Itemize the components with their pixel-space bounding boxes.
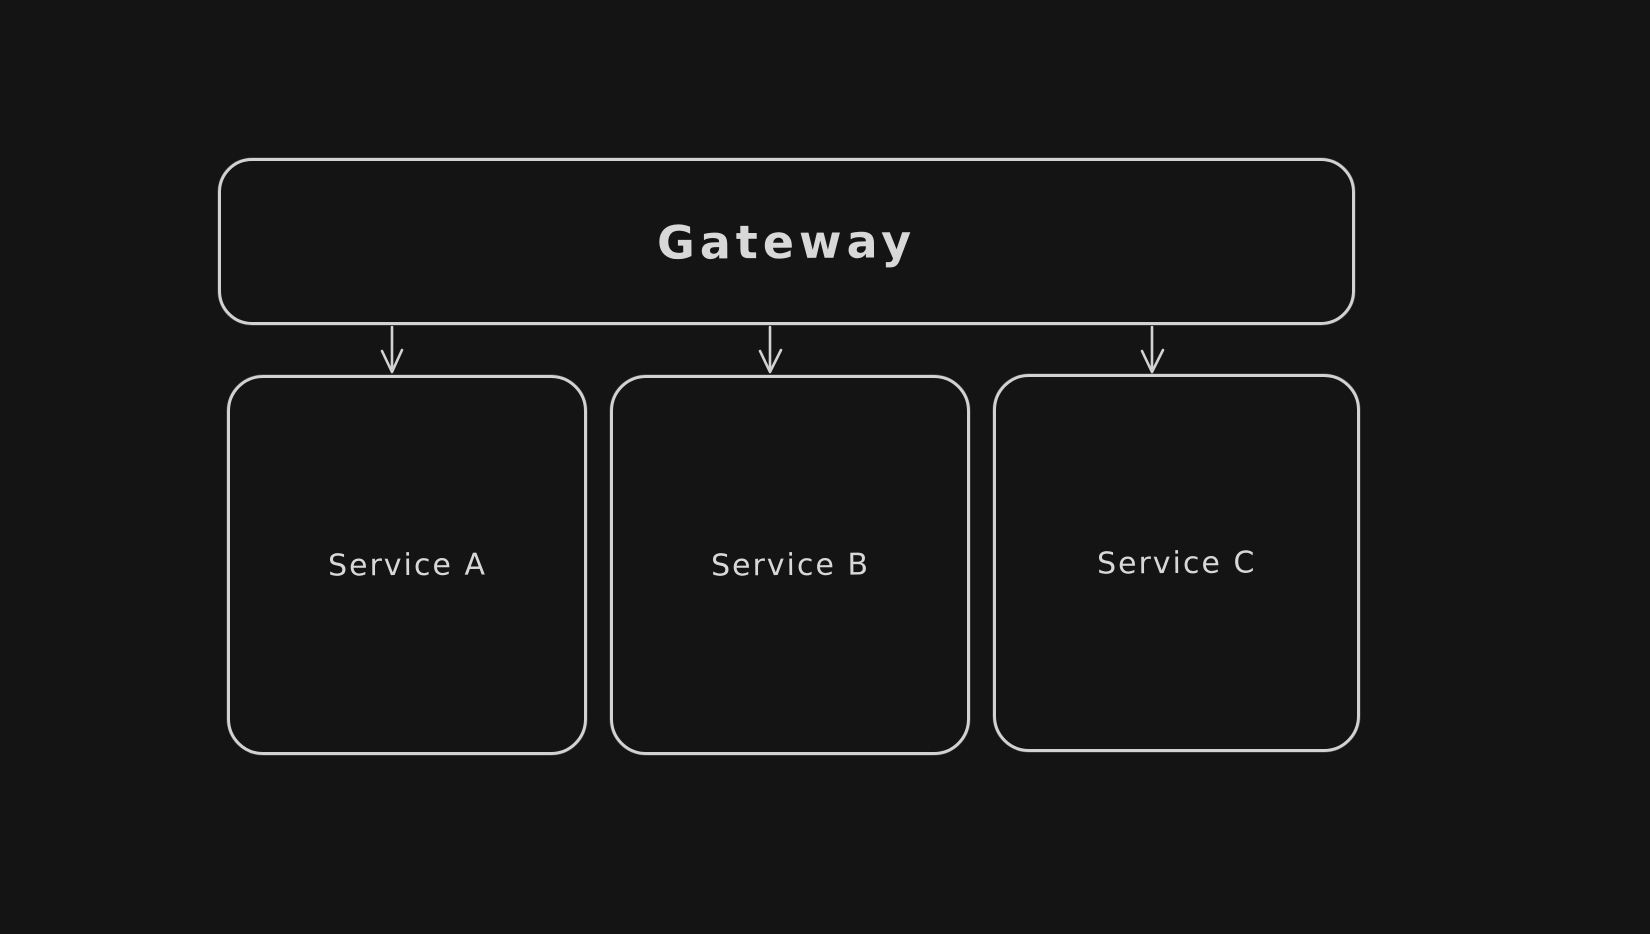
node-service-a[interactable]: Service A xyxy=(227,375,587,755)
arrow-gateway-to-service-b[interactable] xyxy=(758,325,783,374)
node-service-a-label: Service A xyxy=(327,546,487,584)
node-service-c-label: Service C xyxy=(1096,544,1257,582)
node-gateway-label: Gateway xyxy=(656,213,917,270)
node-service-b-label: Service B xyxy=(710,546,870,584)
node-service-b[interactable]: Service B xyxy=(610,375,970,755)
arrow-gateway-to-service-c[interactable] xyxy=(1140,325,1165,374)
arrow-gateway-to-service-a[interactable] xyxy=(380,325,404,374)
node-gateway[interactable]: Gateway xyxy=(218,158,1355,325)
node-service-c[interactable]: Service C xyxy=(993,374,1360,752)
